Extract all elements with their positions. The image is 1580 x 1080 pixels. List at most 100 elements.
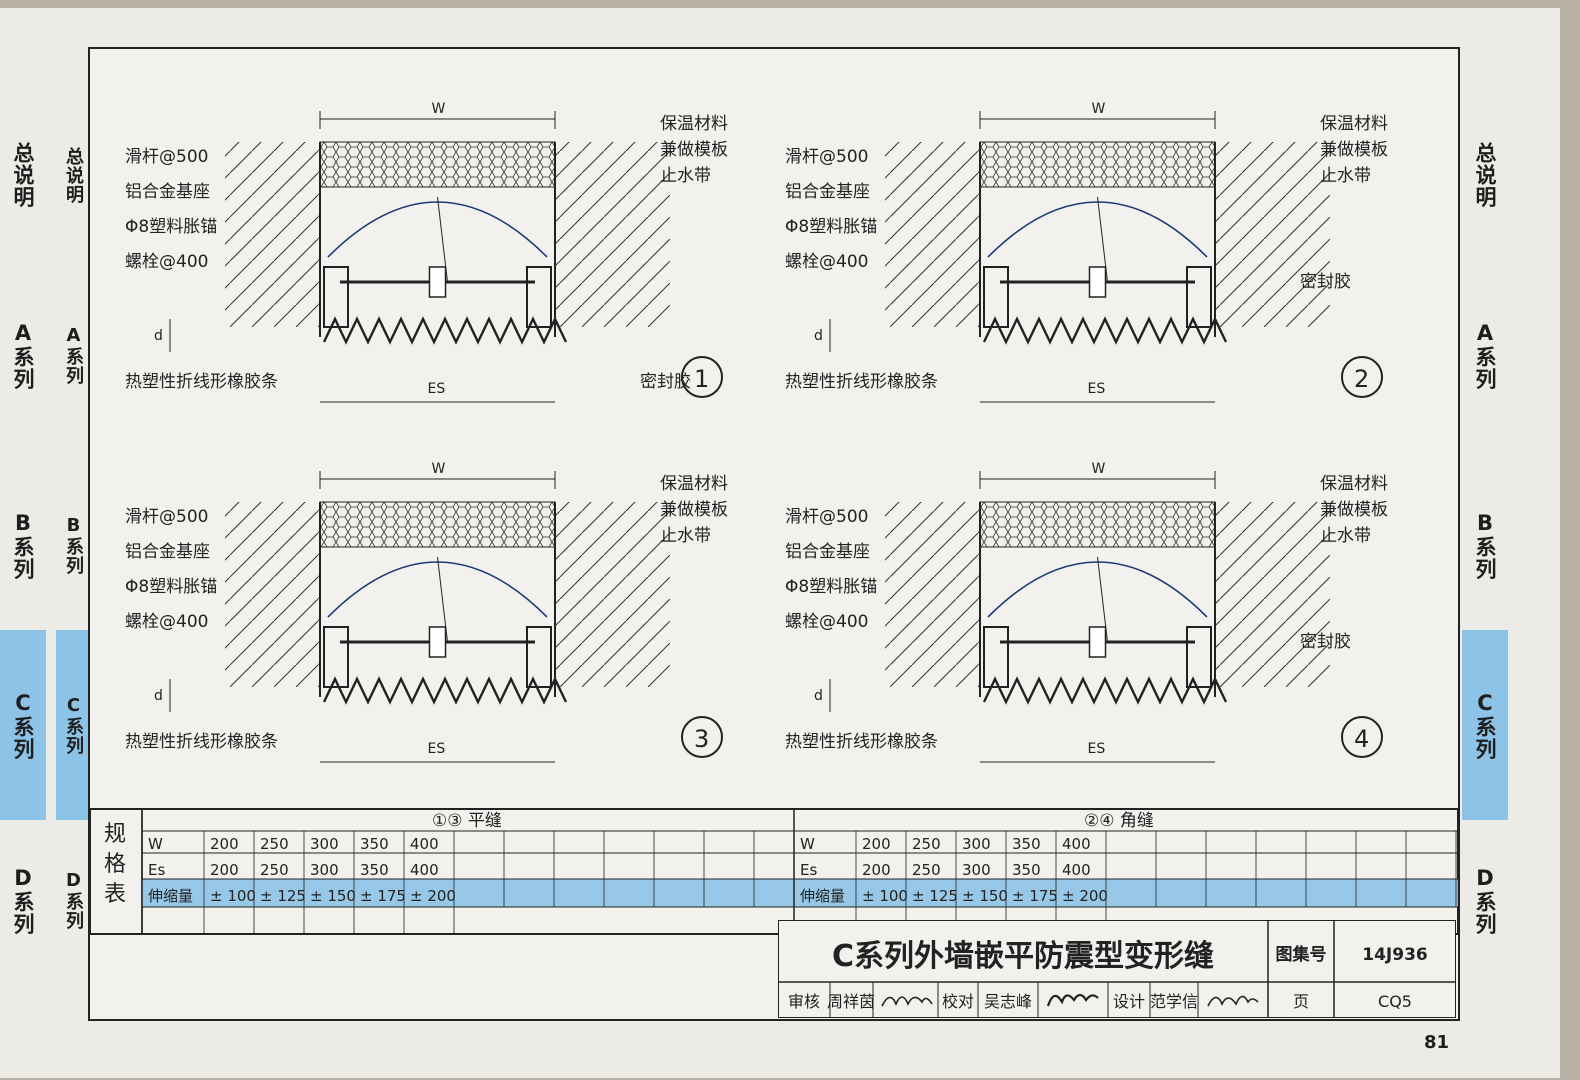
drawing-title: C系列外墙嵌平防震型变形缝 <box>832 939 1214 974</box>
left-wall <box>885 502 980 687</box>
w-label: W <box>1092 101 1106 117</box>
d-label: d <box>814 688 823 704</box>
bolt <box>428 626 447 658</box>
cell: ± 175 <box>360 887 406 905</box>
w-label: W <box>1092 461 1106 477</box>
aluminum-base <box>526 626 552 688</box>
w-label: W <box>432 101 446 117</box>
right-wall <box>555 502 670 687</box>
cell: 200 <box>210 861 239 879</box>
designer-signature <box>1207 995 1259 1007</box>
tab-1[interactable]: A系列 <box>11 320 35 390</box>
row-name: W <box>800 835 815 853</box>
rubber-strip <box>322 676 568 705</box>
spec-label-2: 表 <box>104 882 126 907</box>
tab-1[interactable]: A系列 <box>1473 320 1497 390</box>
tab-0[interactable]: 总说明 <box>1473 142 1497 208</box>
sealant-label: 密封胶 <box>1300 272 1351 292</box>
cell: ± 200 <box>1062 887 1108 905</box>
label-left-2: Φ8塑料胀锚 <box>785 577 877 597</box>
aluminum-base <box>983 626 1009 688</box>
spec-label-0: 规 <box>104 822 126 847</box>
group-title-1: ②④ 角缝 <box>1084 811 1154 831</box>
cell: ± 200 <box>410 887 456 905</box>
tab-3[interactable]: C系列 <box>56 630 90 820</box>
cell: 250 <box>912 861 941 879</box>
page-code: CQ5 <box>1378 992 1412 1011</box>
detail-number: 3 <box>694 725 709 753</box>
detail-1: WESd滑杆@500铝合金基座Φ8塑料胀锚螺栓@400保温材料兼做模板止水带密封… <box>125 101 728 403</box>
detail-number: 4 <box>1354 725 1369 753</box>
designer-name: 范学信 <box>1150 992 1198 1011</box>
design-label: 设计 <box>1113 992 1145 1011</box>
cell: 400 <box>410 861 439 879</box>
tab-3[interactable]: C系列 <box>1462 630 1508 820</box>
bolt <box>1088 626 1107 658</box>
waterstop-curve <box>327 201 548 258</box>
label-left-3: 螺栓@400 <box>125 252 208 272</box>
waterstop-curve <box>327 561 548 618</box>
insulation-block <box>319 141 556 188</box>
w-label: W <box>432 461 446 477</box>
cell: 200 <box>862 861 891 879</box>
label-left-0: 滑杆@500 <box>125 507 208 527</box>
aluminum-base <box>323 266 349 328</box>
tab-2[interactable]: B系列 <box>1473 510 1497 580</box>
atlas-label: 图集号 <box>1276 944 1327 965</box>
left-wall <box>885 142 980 327</box>
es-label: ES <box>1088 381 1106 397</box>
label-right-0: 保温材料 <box>1320 474 1388 494</box>
detail-number-circle <box>681 716 723 758</box>
checker-signature <box>1046 993 1099 1007</box>
group-title-0: ①③ 平缝 <box>432 811 502 831</box>
cell: 400 <box>1062 861 1091 879</box>
tab-0[interactable]: 总说明 <box>63 146 84 204</box>
cell: 250 <box>260 861 289 879</box>
tab-0[interactable]: 总说明 <box>11 142 35 208</box>
reviewer-name: 周祥茵 <box>827 992 875 1011</box>
cell: 400 <box>1062 835 1091 853</box>
cell: ± 150 <box>310 887 356 905</box>
es-label: ES <box>428 381 446 397</box>
detail-number-circle <box>1341 716 1383 758</box>
label-left-2: Φ8塑料胀锚 <box>785 217 877 237</box>
table-border <box>89 808 1459 935</box>
detail-number: 2 <box>1354 365 1369 393</box>
aluminum-base <box>983 266 1009 328</box>
cell: 350 <box>360 861 389 879</box>
label-right-1: 兼做模板 <box>1320 140 1388 160</box>
aluminum-base <box>323 626 349 688</box>
label-right-1: 兼做模板 <box>660 500 728 520</box>
tab-2[interactable]: B系列 <box>63 515 84 575</box>
cell: 250 <box>260 835 289 853</box>
detail-4: WESd滑杆@500铝合金基座Φ8塑料胀锚螺栓@400保温材料兼做模板止水带密封… <box>785 461 1388 763</box>
tab-4[interactable]: D系列 <box>11 865 35 935</box>
cell: 300 <box>310 861 339 879</box>
tab-3[interactable]: C系列 <box>0 630 46 820</box>
label-right-1: 兼做模板 <box>1320 500 1388 520</box>
insulation-block <box>979 141 1216 188</box>
waterstop-curve <box>987 201 1208 258</box>
label-right-0: 保温材料 <box>660 474 728 494</box>
label-left-3: 螺栓@400 <box>785 612 868 632</box>
row-name: W <box>148 835 163 853</box>
rubber-label: 热塑性折线形橡胶条 <box>125 372 278 392</box>
tab-4[interactable]: D系列 <box>63 870 84 930</box>
cell: 300 <box>962 861 991 879</box>
cell: 300 <box>962 835 991 853</box>
cell: 350 <box>1012 835 1041 853</box>
sealant-label: 密封胶 <box>640 372 691 392</box>
label-left-1: 铝合金基座 <box>785 182 870 202</box>
rubber-strip <box>322 316 568 345</box>
insulation-block <box>979 501 1216 548</box>
label-left-0: 滑杆@500 <box>785 147 868 167</box>
page-label: 页 <box>1293 992 1309 1011</box>
tab-2[interactable]: B系列 <box>11 510 35 580</box>
tab-1[interactable]: A系列 <box>63 325 84 385</box>
right-wall <box>1215 142 1330 327</box>
label-right-1: 兼做模板 <box>660 140 728 160</box>
rubber-label: 热塑性折线形橡胶条 <box>785 372 938 392</box>
review-label: 审核 <box>788 992 820 1011</box>
tab-4[interactable]: D系列 <box>1473 865 1497 935</box>
